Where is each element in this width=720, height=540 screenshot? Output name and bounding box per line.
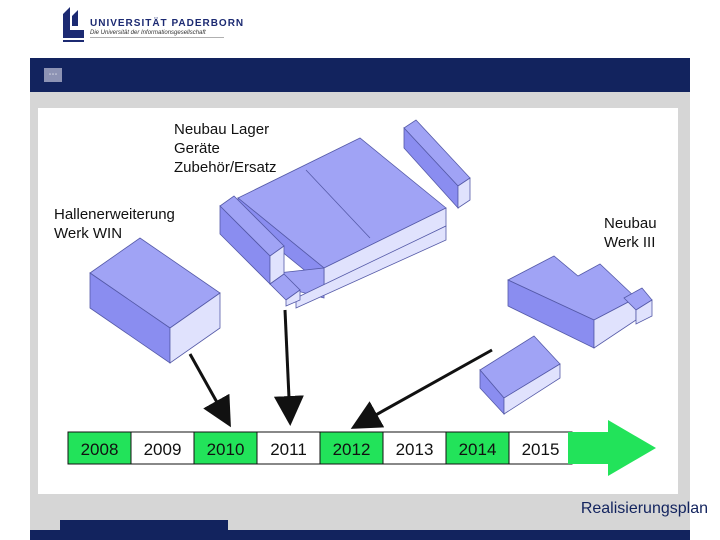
header-band [30, 58, 690, 92]
building-hallenerweiterung [89, 237, 221, 364]
timeline-year-2010: 2010 [207, 440, 245, 459]
timeline-segment-2013 [382, 431, 447, 465]
timeline-segment-2008 [67, 431, 132, 465]
timeline-arrowhead [568, 420, 656, 476]
logo-name: UNIVERSITÄT PADERBORN [90, 18, 245, 29]
timeline-segment-2011 [256, 431, 321, 465]
site-plan-diagram: 2008 2009 2010 2011 2012 2013 2014 2015 Neubau … [54, 119, 657, 476]
label-lager-line2: Geräte [174, 140, 220, 157]
timeline-segment-2010 [193, 431, 258, 465]
label-werk3-line1: Neubau [604, 215, 657, 232]
building-neubau-lager [219, 119, 471, 309]
diagram-panel: 2008 2009 2010 2011 2012 2013 2014 2015 Neubau … [38, 108, 678, 494]
building-neubau-werk3 [479, 255, 653, 416]
label-werk3-line2: Werk III [604, 234, 655, 251]
timeline-year-2012: 2012 [333, 440, 371, 459]
arrow-werk3-2012 [350, 348, 493, 429]
university-emblem-icon [63, 7, 84, 42]
label-lager-line3: Zubehör/Ersatz [174, 159, 277, 176]
logo-divider [90, 37, 224, 38]
timeline-year-2009: 2009 [144, 440, 182, 459]
arrow-lager-2011 [273, 309, 304, 426]
timeline: 2008 2009 2010 2011 2012 2013 2014 2015 [67, 431, 573, 465]
timeline-segment-2014 [445, 431, 510, 465]
timeline-year-2013: 2013 [396, 440, 434, 459]
label-halle-line2: Werk WIN [54, 225, 122, 242]
label-lager-line1: Neubau Lager [174, 121, 269, 138]
logo-tagline: Die Universität der Informationsgesellsc… [90, 30, 206, 36]
footer-tab [60, 520, 228, 530]
menu-icon[interactable]: ⋯ [44, 68, 62, 82]
timeline-segment-2012 [319, 431, 384, 465]
footer-band [30, 530, 690, 540]
arrow-halle-2010 [188, 353, 231, 428]
timeline-year-2014: 2014 [459, 440, 497, 459]
university-logo[interactable]: UNIVERSITÄT PADERBORN Die Universität de… [60, 4, 243, 54]
label-halle-line1: Hallenerweiterung [54, 206, 175, 223]
slide-caption: Realisierungsplan [580, 500, 708, 517]
timeline-year-2015: 2015 [522, 440, 560, 459]
timeline-segment-2015 [508, 431, 573, 465]
timeline-year-2011: 2011 [270, 440, 307, 459]
timeline-year-2008: 2008 [81, 440, 119, 459]
